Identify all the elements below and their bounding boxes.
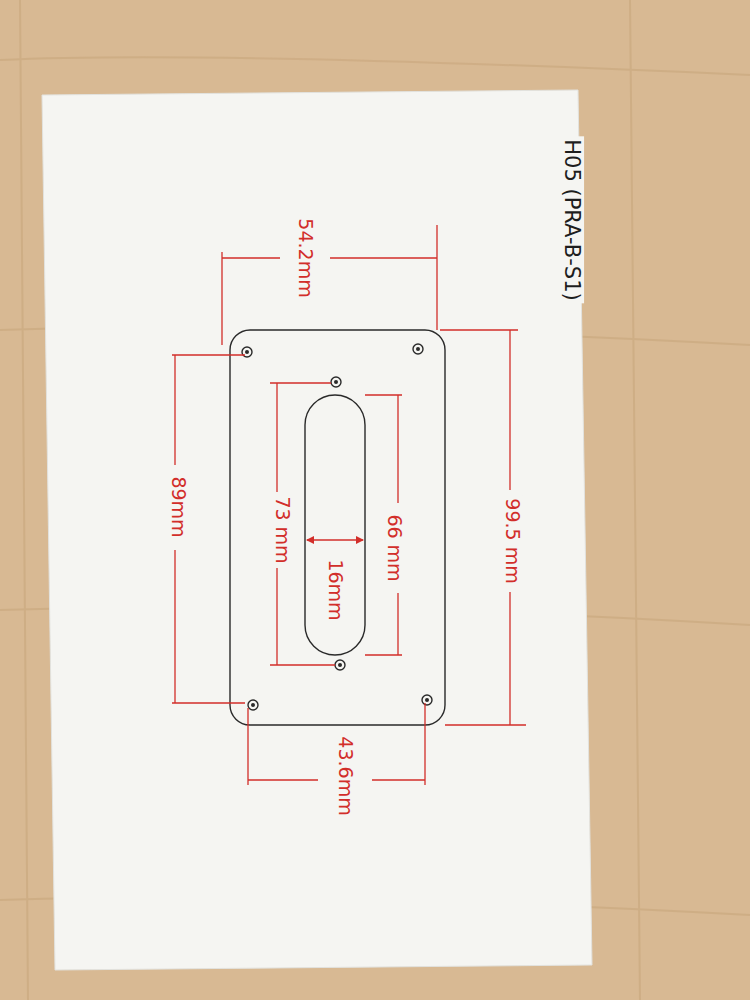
screw-hole [422, 695, 432, 705]
cover-plate [230, 330, 445, 725]
paper-sheet [42, 90, 592, 970]
arrowhead [356, 536, 364, 544]
plate-outline [230, 330, 445, 725]
dimension-label: 66 mm [383, 511, 405, 584]
pickup-slot [305, 395, 365, 655]
screw-dot [425, 698, 429, 702]
dimension-label: 73 mm [271, 493, 293, 566]
screw-centers [245, 347, 429, 707]
part-number: H05 (PRA-B-S1) [560, 136, 584, 303]
dimension-label: 54.2mm [294, 215, 316, 300]
dim-16 [307, 539, 363, 540]
arrowhead [306, 536, 314, 544]
screw-dot [251, 703, 255, 707]
screw-dot [334, 380, 338, 384]
arrowheads [306, 536, 364, 544]
grain-line [0, 57, 750, 75]
screw-dot [245, 350, 249, 354]
dim-99-5 [440, 330, 526, 725]
dim-54-2 [222, 225, 437, 345]
dimension-lines [172, 225, 526, 785]
dimension-label: 99.5 mm [501, 495, 523, 586]
grain-line [630, 0, 640, 1000]
dimension-label: 16mm [324, 556, 346, 623]
screw-hole [248, 700, 258, 710]
grain-line [20, 0, 28, 1000]
screw-dot [338, 663, 342, 667]
dimension-label: 89mm [167, 473, 189, 540]
dimension-label: 43.6mm [334, 733, 356, 818]
screw-hole [331, 377, 341, 387]
screw-dot [416, 347, 420, 351]
screw-hole [335, 660, 345, 670]
screw-hole [413, 344, 423, 354]
